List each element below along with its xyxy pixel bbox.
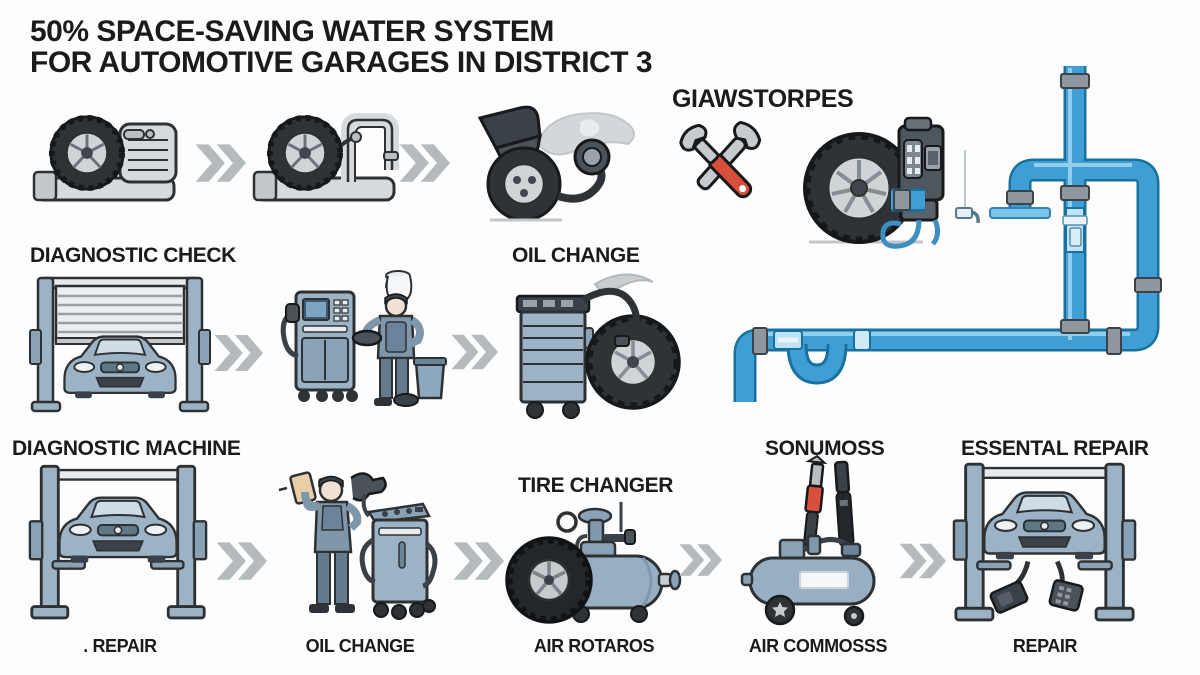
- water-pipe-network-diagram: [733, 66, 1162, 402]
- chevron-arrow-icon: [451, 334, 498, 370]
- chevron-arrow-icon: [453, 542, 504, 580]
- page-title: 50% SPACE-SAVING WATER SYSTEM FOR AUTOMO…: [30, 15, 653, 79]
- page-title-line1: 50% SPACE-SAVING WATER SYSTEM: [30, 15, 554, 48]
- essental-repair-label: ESSENTAL REPAIR: [961, 437, 1149, 460]
- sonumoss-label: SONUMOSS: [765, 437, 885, 460]
- caption-air-commosss: AIR COMMOSSS: [748, 636, 888, 656]
- diagnostic-machine-label: DIAGNOSTIC MACHINE: [12, 437, 241, 460]
- caption-repair-left: . REPAIR: [83, 636, 157, 656]
- chevron-arrow-icon: [399, 144, 450, 182]
- tire-machine-step1-illustration: [32, 112, 178, 202]
- garage-lift-car-illustration: [29, 276, 211, 413]
- chevron-arrow-icon: [216, 542, 267, 580]
- caption-repair-right: REPAIR: [1012, 636, 1078, 656]
- chevron-arrow-icon: [899, 543, 946, 579]
- caption-oil-change: OIL CHANGE: [305, 636, 415, 656]
- caption-air-rotaros: AIR ROTAROS: [533, 636, 655, 656]
- tire-hose-gauge-illustration: [477, 105, 635, 222]
- diagnostic-machine-mechanic-illustration: [280, 270, 447, 407]
- diagnostic-check-label: DIAGNOSTIC CHECK: [30, 244, 236, 267]
- air-compressor-tools-illustration: [740, 454, 876, 627]
- chevron-arrow-icon: [195, 144, 246, 182]
- crossed-wrenches-icon: [679, 120, 762, 199]
- giawstorpes-label: GIAWSTORPES: [672, 85, 854, 113]
- oil-change-top-label: OIL CHANGE: [512, 244, 640, 267]
- tire-inflator-machine-illustration: [803, 116, 945, 249]
- oil-change-cart-tire-illustration: [515, 273, 681, 419]
- tire-machine-step2-illustration: [252, 113, 399, 202]
- car-lift-repair-illustration: [28, 464, 208, 620]
- tire-changer-label: TIRE CHANGER: [518, 474, 674, 497]
- chevron-arrow-icon: [679, 544, 722, 576]
- tire-changer-tank-illustration: [505, 502, 682, 624]
- car-lift-testers-illustration: [952, 462, 1137, 622]
- chevron-arrow-icon: [214, 335, 263, 371]
- mechanic-service-cart-illustration: [278, 471, 438, 620]
- page-title-line2: FOR AUTOMOTIVE GARAGES IN DISTRICT 3: [30, 46, 653, 79]
